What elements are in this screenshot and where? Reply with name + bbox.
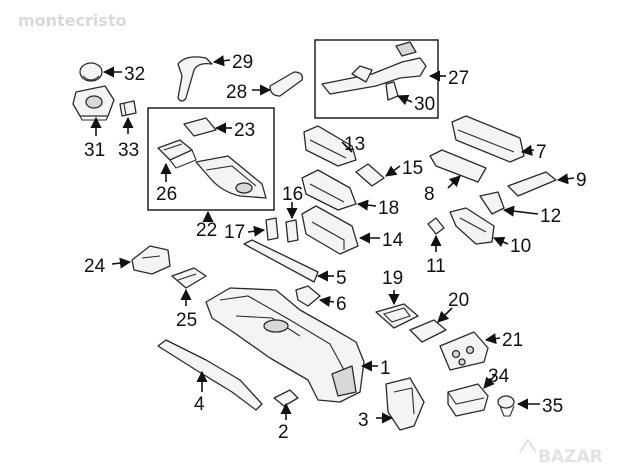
callout-7: 7: [536, 142, 547, 163]
part-22-trim-plate: [195, 155, 267, 199]
part-8-panel: [429, 149, 487, 183]
part-16-insert: [285, 219, 299, 243]
callout-1: 1: [380, 358, 391, 379]
callout-5: 5: [336, 268, 347, 289]
part-18-armrest-base: [301, 169, 357, 211]
callout-19: 19: [382, 268, 403, 289]
part-28-grip: [269, 71, 303, 97]
part-17-insert: [265, 217, 279, 241]
callout-35: 35: [542, 396, 563, 417]
part-24-bracket: [131, 245, 171, 275]
part-5-trim-strip: [243, 239, 319, 283]
part-33-clip: [119, 100, 137, 117]
callout-12: 12: [540, 206, 561, 227]
part-31-shifter-assembly: [72, 85, 115, 121]
callout-30: 30: [414, 94, 435, 115]
callout-10: 10: [510, 236, 531, 257]
part-6-switch: [295, 285, 321, 307]
part-13-armrest-lid: [303, 125, 357, 167]
callout-31: 31: [84, 140, 105, 161]
part-32-shift-knob: [79, 62, 103, 82]
callout-26: 26: [156, 184, 177, 205]
callout-17: 17: [224, 222, 245, 243]
part-34-module: [447, 383, 489, 417]
part-4-side-trim: [157, 339, 263, 411]
leader-lines: [90, 55, 575, 424]
callout-34: 34: [488, 366, 510, 387]
callout-21: 21: [502, 330, 523, 351]
logo-text: BAZAR: [538, 447, 603, 467]
part-35-socket: [497, 395, 515, 417]
callout-6: 6: [336, 294, 347, 315]
callout-4: 4: [194, 394, 205, 415]
part-3-bracket: [385, 377, 425, 431]
callout-20: 20: [448, 290, 469, 311]
part-11-clip: [427, 217, 445, 235]
callout-24: 24: [84, 256, 106, 277]
callout-22: 22: [196, 220, 217, 241]
callout-3: 3: [358, 410, 369, 431]
callout-23: 23: [234, 120, 255, 141]
watermark: montecristo: [18, 11, 127, 30]
part-21-control-panel: [439, 331, 489, 371]
part-29-handbrake-handle: [177, 56, 213, 102]
callout-13: 13: [344, 134, 365, 155]
callout-9: 9: [576, 170, 587, 191]
part-1-center-console: [205, 287, 365, 403]
callout-29: 29: [232, 52, 253, 73]
callout-16: 16: [282, 184, 303, 205]
callout-11: 11: [426, 256, 446, 277]
callout-33: 33: [118, 140, 139, 161]
part-25-cup-holder: [171, 267, 207, 289]
logo-mark: BAZAR: [519, 438, 603, 467]
callout-15: 15: [402, 158, 423, 179]
callout-25: 25: [176, 310, 197, 331]
callout-8: 8: [424, 184, 435, 205]
part-10-bracket: [449, 207, 495, 245]
part-27-lever-assembly: [321, 41, 427, 101]
part-26-bracket: [157, 139, 197, 169]
part-15-hinge-cover: [355, 163, 385, 187]
part-12-bracket: [479, 191, 505, 215]
callout-2: 2: [278, 422, 289, 443]
part-23-tray: [183, 117, 217, 137]
callout-18: 18: [378, 198, 399, 219]
callout-14: 14: [382, 230, 404, 251]
part-2-cap: [273, 389, 299, 407]
part-19-frame: [375, 303, 419, 329]
callout-27: 27: [448, 68, 469, 89]
callout-32: 32: [124, 64, 145, 85]
part-14-storage-bin: [301, 205, 359, 255]
callout-28: 28: [226, 82, 247, 103]
group-box-22: [147, 107, 275, 211]
part-9-pad: [507, 171, 557, 197]
part-7-cover: [451, 115, 525, 163]
part-20-panel: [409, 319, 447, 343]
